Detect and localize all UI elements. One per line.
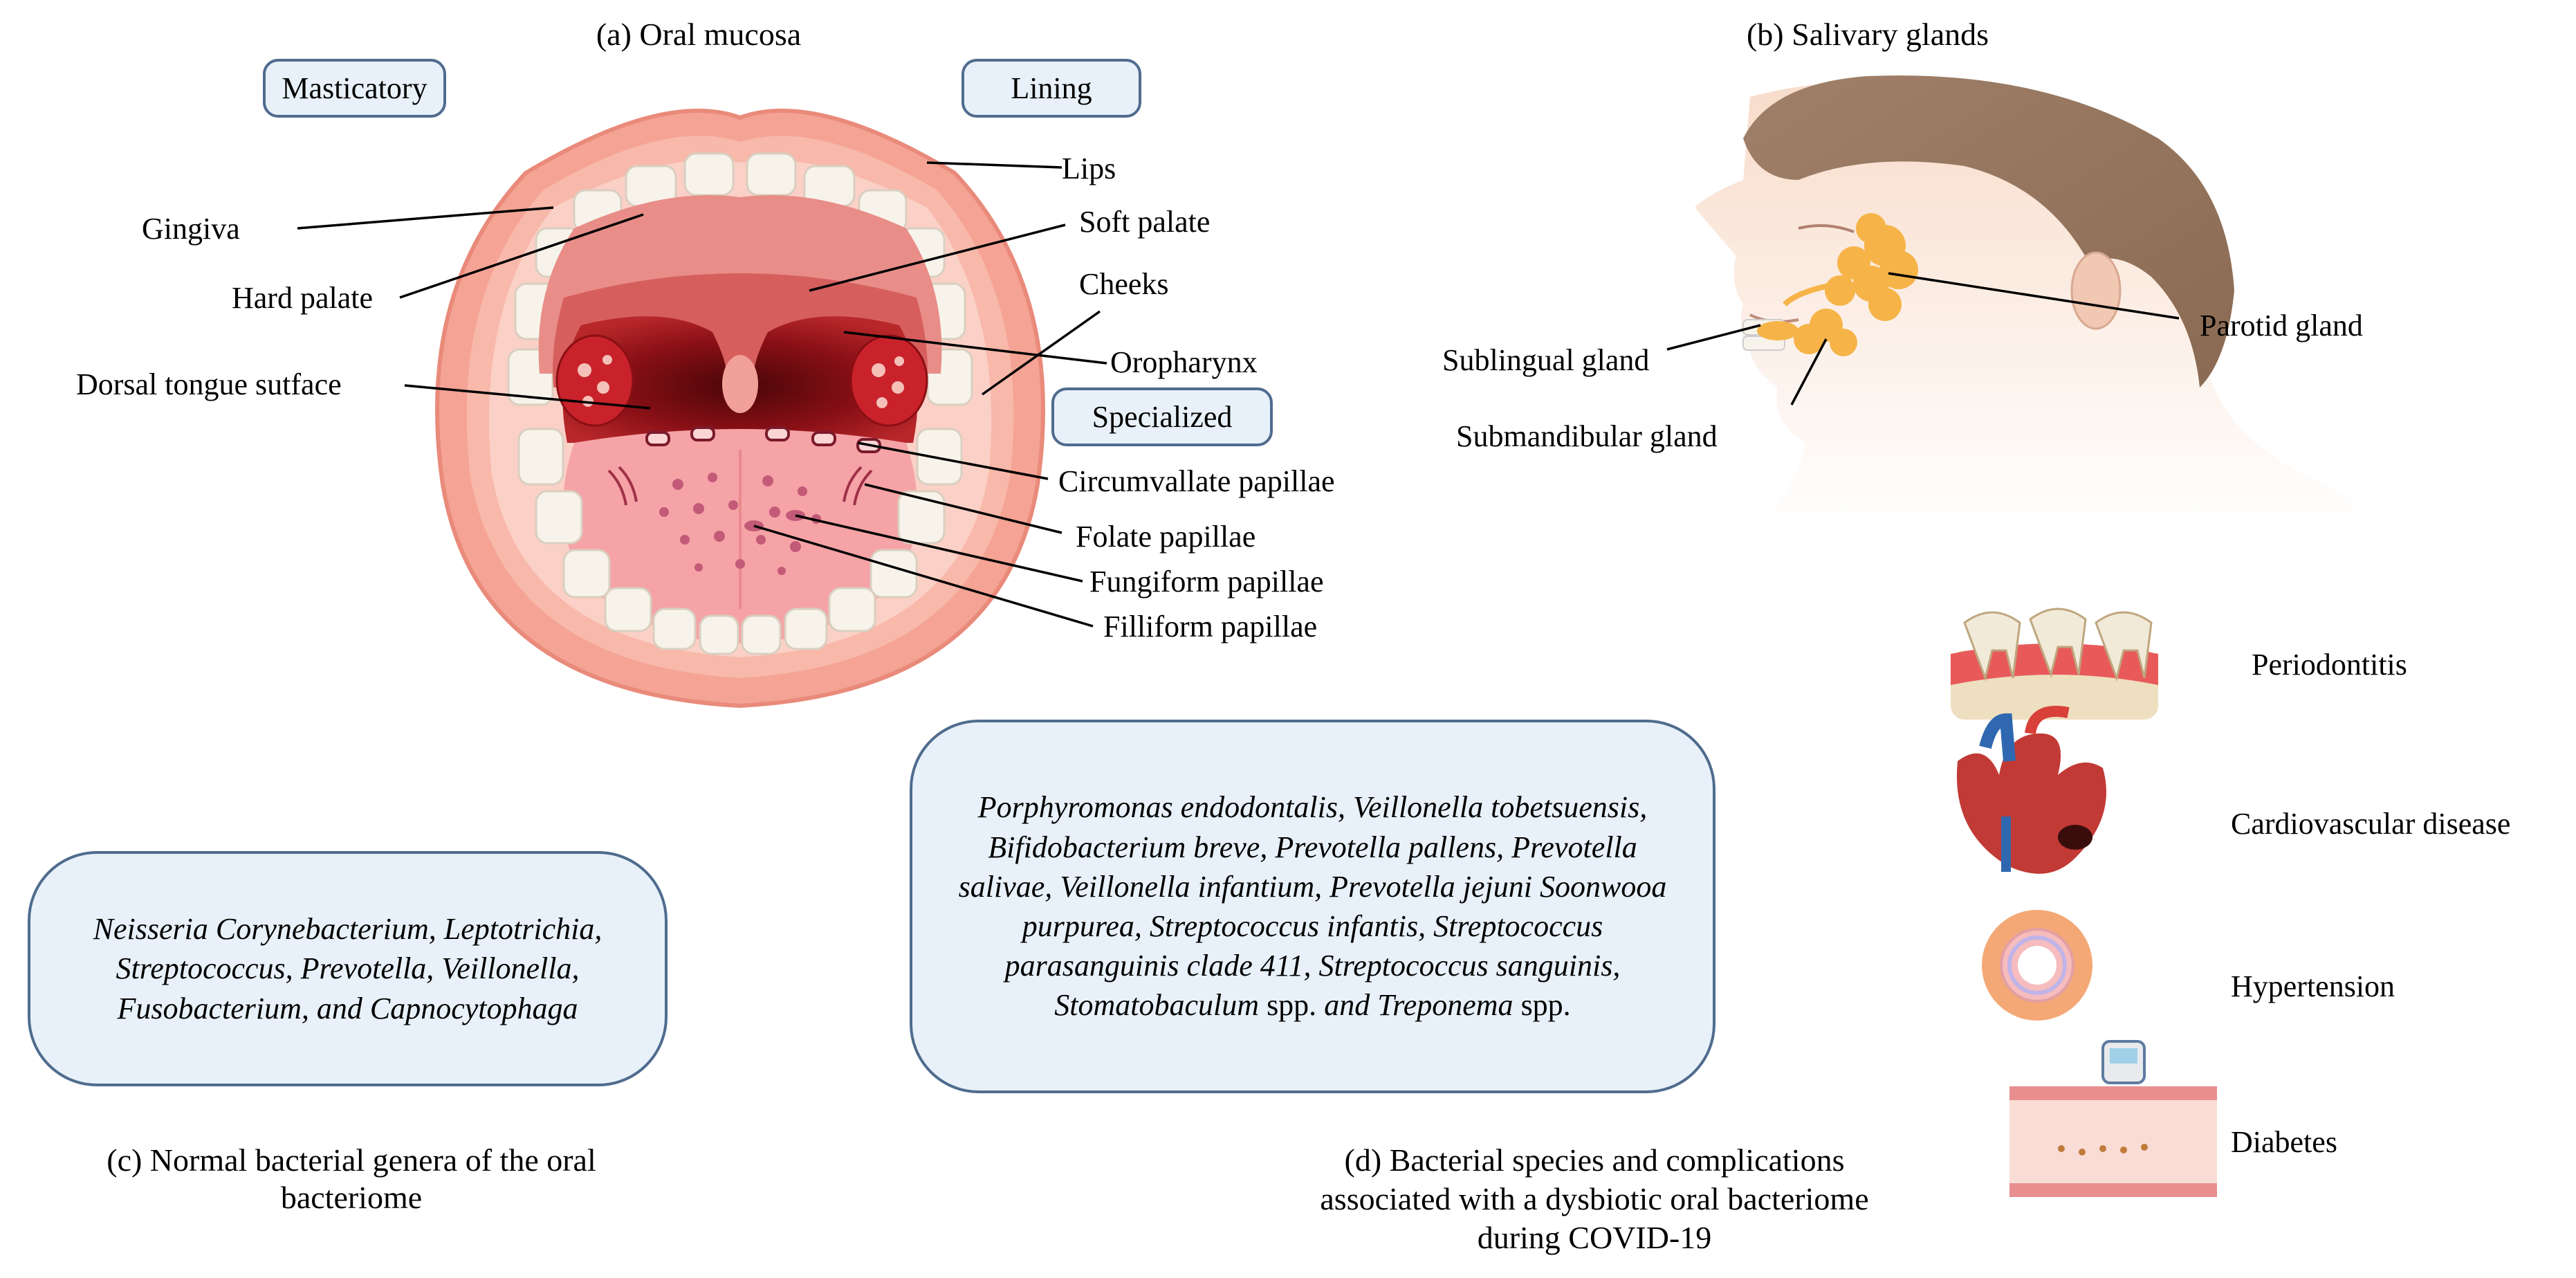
face-shape (1695, 81, 2373, 527)
heart-icon (1956, 706, 2106, 874)
circumvallate-papillae (645, 426, 881, 453)
caption-c-line1: (c) Normal bacterial genera of the oral (107, 1142, 596, 1178)
uvula-shape (722, 355, 758, 413)
caption-d-line1: (d) Bacterial species and complications (1345, 1142, 1845, 1178)
label-cheeks: Cheeks (1079, 267, 1169, 301)
label-periodontitis: Periodontitis (2252, 648, 2407, 682)
label-fungiform: Fungiform papillae (1089, 565, 1324, 599)
label-sublingual: Sublingual gland (1442, 343, 1649, 377)
caption-d-line2: associated with a dysbiotic oral bacteri… (1320, 1181, 1868, 1216)
normal-bacteria-text: Neisseria Corynebacterium, Leptotrichia,… (93, 912, 602, 1025)
head-illustration (1695, 75, 2373, 527)
specialized-tag: Specialized (1051, 387, 1273, 446)
label-hard-palate: Hard palate (232, 281, 373, 315)
mucosa-leader-lines (297, 161, 1107, 628)
tonsils (555, 334, 928, 427)
label-folate: Folate papillae (1076, 520, 1255, 554)
lower-teeth (517, 428, 963, 655)
sublingual-gland-shape (1757, 321, 1798, 340)
label-circumvallate: Circumvallate papillae (1058, 464, 1335, 498)
hair-shape (1743, 75, 2234, 387)
oropharynx-shape (562, 316, 918, 443)
label-hypertension: Hypertension (2231, 969, 2395, 1003)
dysbiotic-bacteria-text: Porphyromonas endodontalis, Veillonella … (958, 790, 1667, 1023)
masticatory-tag: Masticatory (263, 59, 446, 118)
label-oropharynx: Oropharynx (1110, 345, 1258, 379)
gland-leader-lines (1666, 272, 2180, 405)
folate-papillae (607, 466, 873, 506)
mouth-illustration (435, 109, 1045, 709)
normal-bacteria-box: Neisseria Corynebacterium, Leptotrichia,… (28, 851, 668, 1086)
lining-tag: Lining (962, 59, 1141, 118)
label-cardiovascular: Cardiovascular disease (2231, 807, 2510, 841)
label-gingiva: Gingiva (142, 212, 240, 246)
parotid-gland-shape (1825, 213, 1918, 321)
submandibular-gland-shape (1794, 309, 1857, 356)
glucose-meter-icon (2009, 1040, 2217, 1197)
label-diabetes: Diabetes (2231, 1125, 2337, 1159)
caption-d-line3: during COVID-19 (1478, 1220, 1712, 1255)
blood-vessel-icon (1982, 910, 2092, 1021)
label-filliform: Filliform papillae (1103, 610, 1317, 643)
label-parotid: Parotid gland (2200, 309, 2363, 343)
label-lips: Lips (1062, 152, 1116, 185)
label-dorsal-tongue: Dorsal tongue sutface (76, 367, 342, 401)
label-submandibular: Submandibular gland (1456, 419, 1718, 453)
oral-mucosa-title: (a) Oral mucosa (596, 17, 801, 52)
caption-c-line2: bacteriome (281, 1180, 422, 1215)
periodontitis-icon (1951, 608, 2158, 720)
salivary-glands-title: (b) Salivary glands (1747, 17, 1989, 52)
dysbiotic-bacteria-box: Porphyromonas endodontalis, Veillonella … (910, 720, 1715, 1093)
label-soft-palate: Soft palate (1079, 205, 1210, 239)
